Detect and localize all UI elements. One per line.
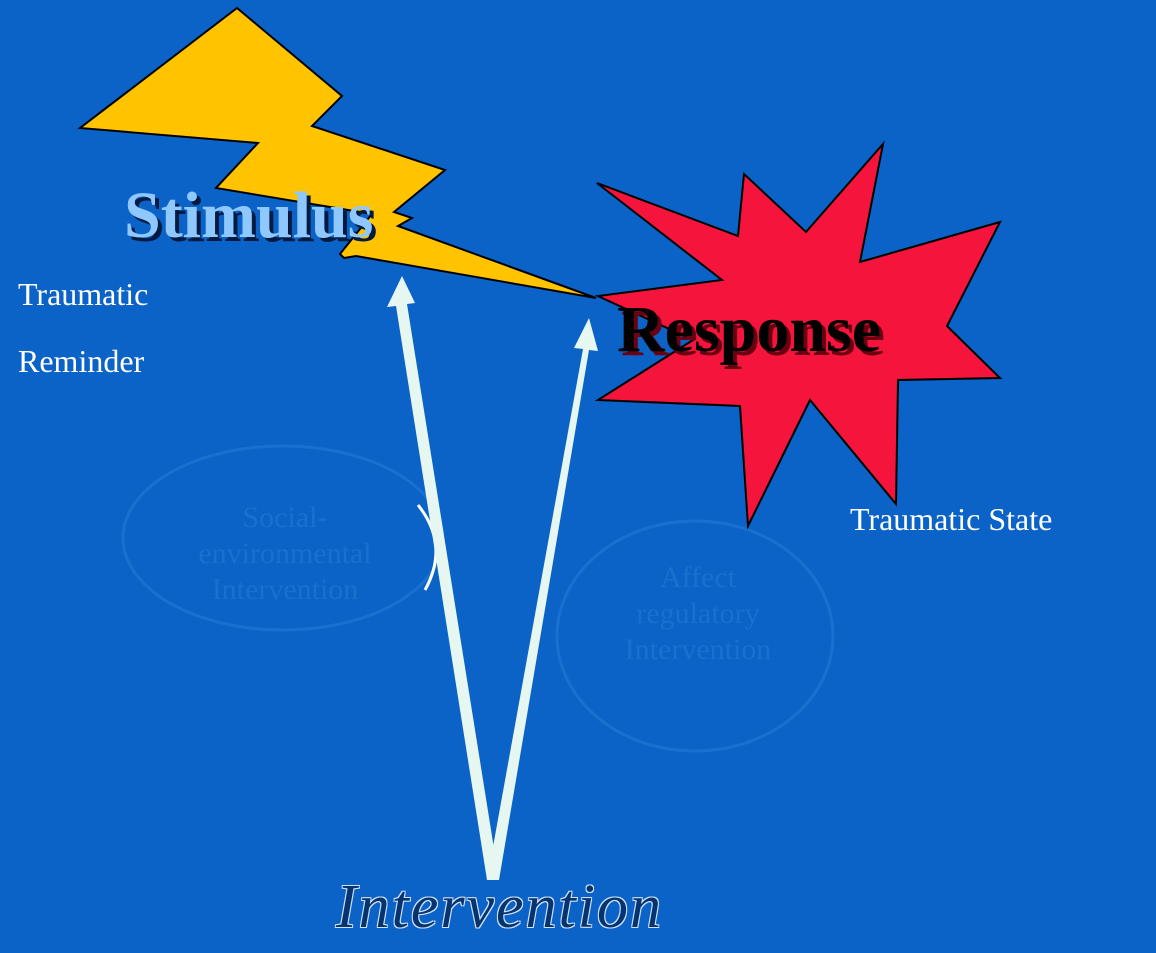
faint-label-right: Affect regulatory Intervention [548, 560, 848, 668]
faint-right-line-3: Intervention [624, 633, 772, 666]
stimulus-sub-reminder: Reminder [18, 343, 145, 379]
response-title: Response [617, 293, 882, 366]
intervention-label: Intervention [336, 873, 664, 941]
stimulus-title: Stimulus [124, 179, 374, 252]
stimulus-sub-traumatic: Traumatic [18, 276, 149, 312]
faint-right-line-1: Affect [659, 561, 737, 594]
faint-label-left: Social- environmental Intervention [120, 500, 450, 608]
faint-left-line-2: environmental [198, 537, 372, 570]
faint-left-line-3: Intervention [211, 573, 359, 606]
response-starburst-shape [594, 140, 1003, 530]
response-sub-traumatic-state: Traumatic State [850, 501, 1053, 537]
faint-ellipse-right [555, 519, 835, 753]
faint-left-line-1: Social- [242, 501, 328, 534]
arrow-to-response [487, 318, 598, 880]
arrow-to-stimulus [387, 276, 499, 880]
faint-right-line-2: regulatory [636, 597, 760, 630]
lightning-bolt-shape [77, 6, 597, 299]
